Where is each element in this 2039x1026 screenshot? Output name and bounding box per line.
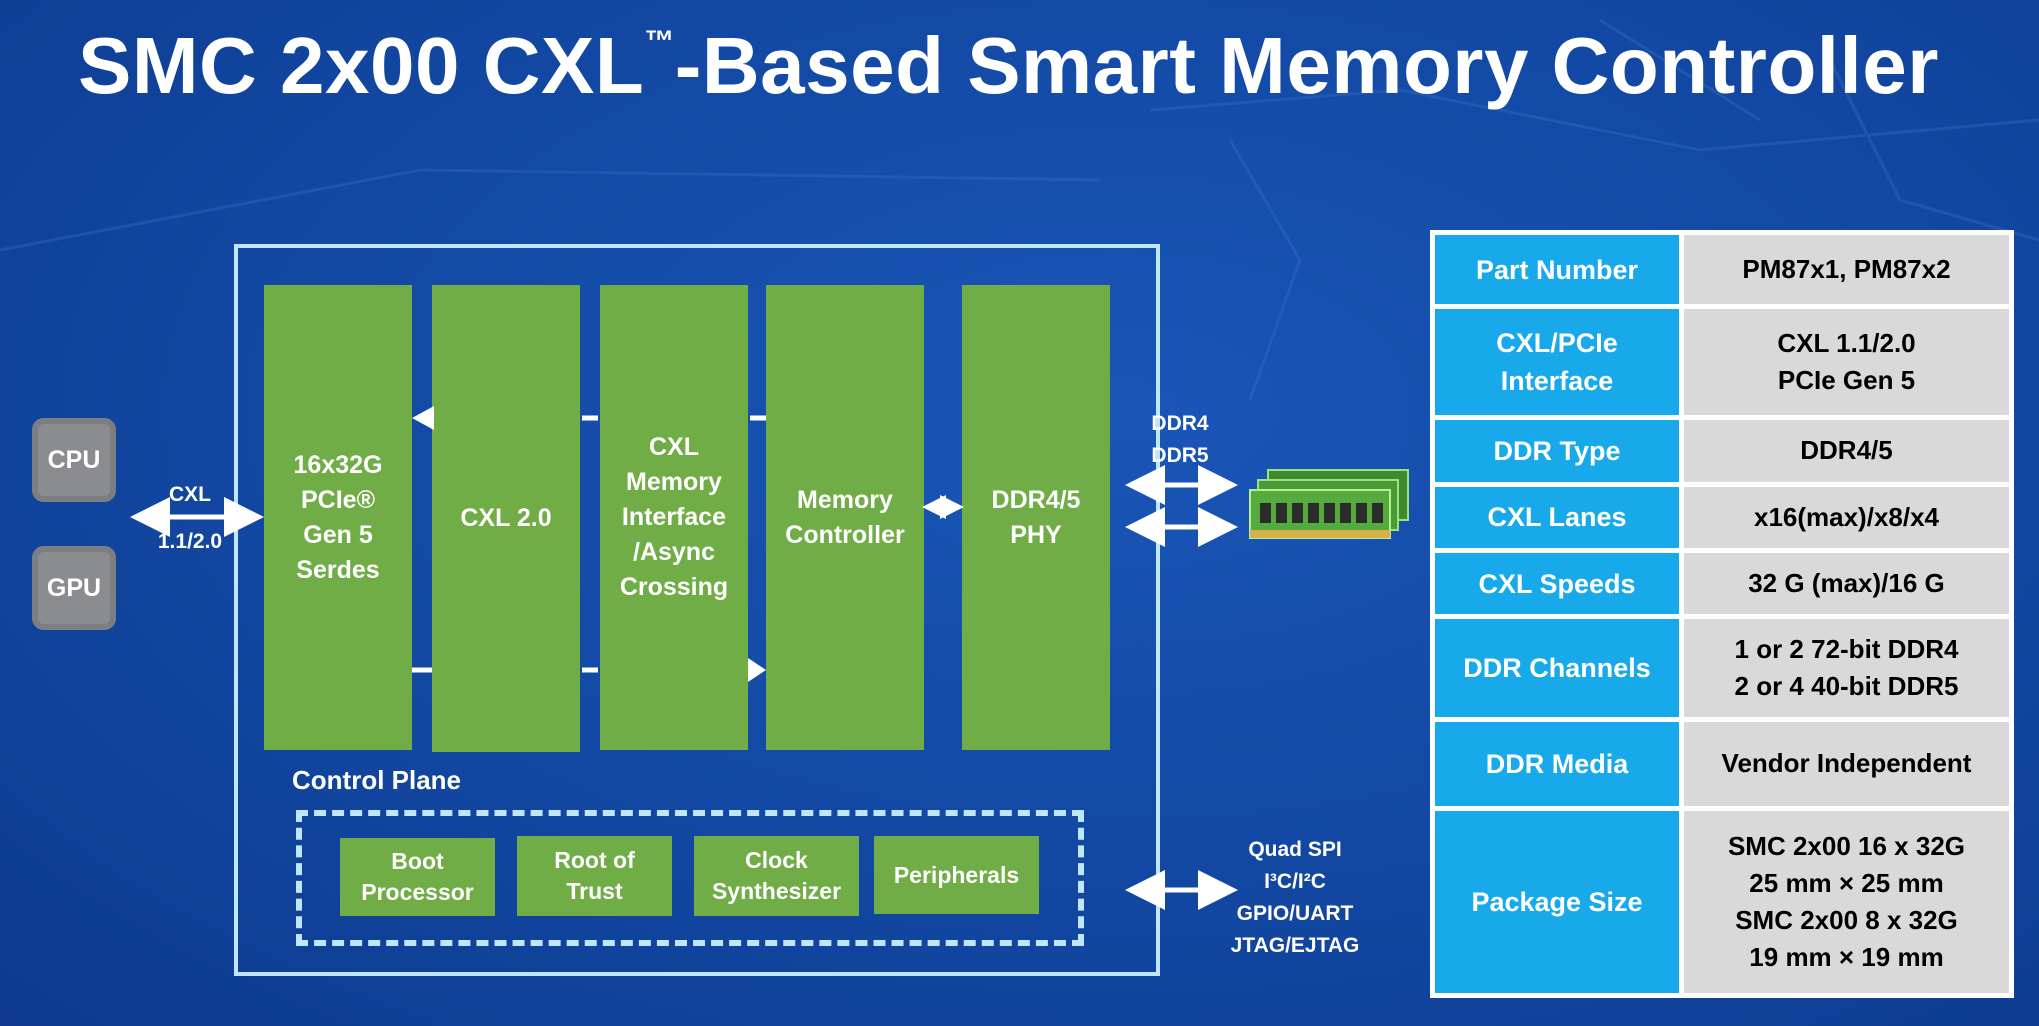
spec-key: DDR Media [1430, 717, 1684, 811]
table-row: Part Number PM87x1, PM87x2 [1430, 229, 2014, 310]
spec-value: x16(max)/x8/x4 [1679, 481, 2014, 554]
host-link-version-label: 1.1/2.0 [157, 530, 223, 553]
spec-value: SMC 2x00 16 x 32G 25 mm × 25 mm SMC 2x00… [1679, 805, 2014, 999]
spec-value: 1 or 2 72-bit DDR4 2 or 4 40-bit DDR5 [1679, 614, 2014, 723]
spec-key: CXL Lanes [1430, 481, 1684, 554]
spec-key: Part Number [1430, 229, 1684, 310]
table-row: CXL/PCIe Interface CXL 1.1/2.0 PCIe Gen … [1430, 304, 2014, 421]
controller-outline [234, 244, 1160, 976]
host-link-label: CXL [169, 483, 211, 506]
table-row: DDR Type DDR4/5 [1430, 415, 2014, 487]
page-title: SMC 2x00 CXL™-Based Smart Memory Control… [78, 18, 1939, 114]
spec-table: Part Number PM87x1, PM87x2 CXL/PCIe Inte… [1430, 229, 2014, 999]
spec-value: PM87x1, PM87x2 [1679, 229, 2014, 310]
cpu-chip-icon: CPU [32, 418, 116, 502]
spec-key: Package Size [1430, 805, 1684, 999]
spec-value: CXL 1.1/2.0 PCIe Gen 5 [1679, 304, 2014, 421]
trademark-symbol: ™ [644, 25, 675, 58]
control-plane-title: Control Plane [292, 765, 462, 795]
spec-key: DDR Channels [1430, 614, 1684, 723]
spec-key: CXL Speeds [1430, 548, 1684, 620]
io-interfaces-label: Quad SPI I³C/I²C GPIO/UART JTAG/EJTAG [1230, 838, 1360, 957]
table-row: DDR Channels 1 or 2 72-bit DDR4 2 or 4 4… [1430, 614, 2014, 723]
ddr-link-label: DDR4 DDR5 [1151, 412, 1209, 467]
boot-processor-block: Boot Processor [340, 838, 495, 916]
spec-value: 32 G (max)/16 G [1679, 548, 2014, 620]
spec-key: CXL/PCIe Interface [1430, 304, 1684, 421]
clock-synthesizer-block: Clock Synthesizer [694, 836, 859, 916]
table-row: DDR Media Vendor Independent [1430, 717, 2014, 811]
table-row: Package Size SMC 2x00 16 x 32G 25 mm × 2… [1430, 805, 2014, 999]
gpu-chip-icon: GPU [32, 546, 116, 630]
memory-controller-block: Memory Controller [766, 285, 924, 750]
spec-value: Vendor Independent [1679, 717, 2014, 811]
table-row: CXL Speeds 32 G (max)/16 G [1430, 548, 2014, 620]
cxl20-block: CXL 2.0 [432, 285, 580, 752]
root-of-trust-block: Root of Trust [517, 836, 672, 916]
serdes-block: 16x32G PCIe® Gen 5 Serdes [264, 285, 412, 750]
control-plane-boundary [296, 810, 1084, 946]
spec-key: DDR Type [1430, 415, 1684, 487]
spec-value: DDR4/5 [1679, 415, 2014, 487]
cxl-memory-interface-block: CXL Memory Interface /Async Crossing [600, 285, 748, 750]
peripherals-block: Peripherals [874, 836, 1039, 914]
ddr-phy-block: DDR4/5 PHY [962, 285, 1110, 750]
table-row: CXL Lanes x16(max)/x8/x4 [1430, 481, 2014, 554]
title-rest: -Based Smart Memory Controller [674, 21, 1939, 110]
title-main: SMC 2x00 CXL [78, 21, 645, 110]
